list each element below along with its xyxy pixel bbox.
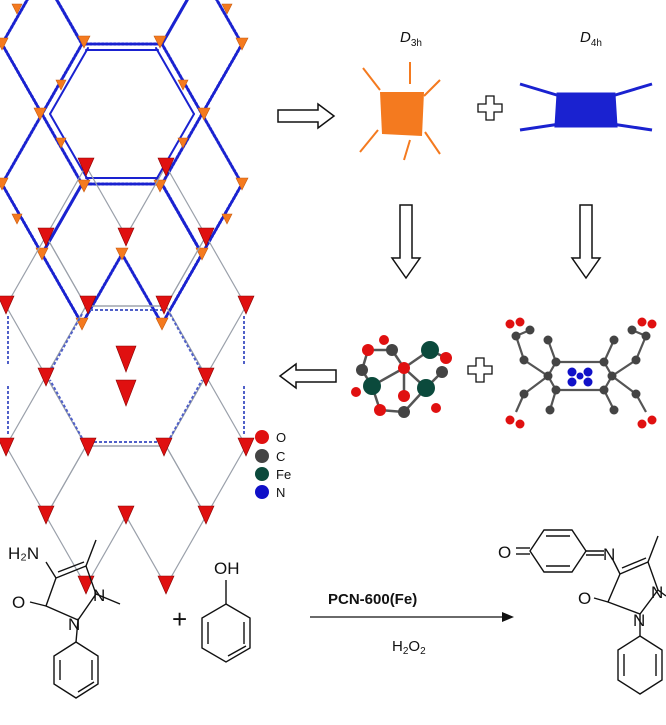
- reactant-phenol: [201, 580, 251, 663]
- plus-middle: [467, 357, 493, 383]
- plus-top: [477, 95, 503, 121]
- d4h-linker: [519, 82, 653, 132]
- atomistic-framework: [0, 157, 255, 595]
- catalyst-label: PCN-600(Fe): [328, 591, 417, 608]
- product-carbonyl-o-label: O: [578, 589, 591, 608]
- fe3o-cluster: [351, 335, 452, 418]
- legend-label-n: N: [276, 485, 285, 500]
- legend-swatch-c: [255, 449, 269, 463]
- arrow-right-top: [277, 102, 336, 130]
- arrow-left-middle: [278, 362, 337, 390]
- amino-group-label: H₂N: [8, 544, 39, 563]
- product-n2-label: N: [633, 611, 645, 630]
- reaction-arrow: [310, 612, 514, 622]
- hydroxyl-label: OH: [214, 559, 240, 578]
- legend-swatch-n: [255, 485, 269, 499]
- product-n1-label: N: [651, 583, 663, 602]
- d4h-label: D4h: [580, 29, 602, 49]
- legend-label-o: O: [276, 430, 286, 445]
- arrow-down-left: [390, 204, 422, 280]
- carbonyl-o-label: O: [12, 593, 25, 612]
- arrow-down-right: [570, 204, 602, 280]
- legend-swatch-fe: [255, 467, 269, 481]
- legend-swatch-o: [255, 430, 269, 444]
- reaction-plus: +: [172, 604, 187, 634]
- oxidant-label: H2O2: [392, 638, 426, 657]
- legend-label-fe: Fe: [276, 467, 291, 482]
- product-o-label: O: [498, 543, 511, 562]
- d3h-label: D3h: [400, 29, 422, 49]
- reactant-aminoantipyrine: [29, 539, 121, 699]
- atom-legend: O C Fe N: [255, 430, 291, 500]
- imine-n-label: N: [603, 545, 615, 564]
- legend-label-c: C: [276, 449, 285, 464]
- ring-n2-label: N: [68, 615, 80, 634]
- schematic-framework: [0, 0, 249, 331]
- d3h-node: [359, 62, 441, 161]
- product-quinoneimine: [516, 529, 666, 695]
- porphyrin-linker: [505, 317, 657, 429]
- ring-n1-label: N: [93, 586, 105, 605]
